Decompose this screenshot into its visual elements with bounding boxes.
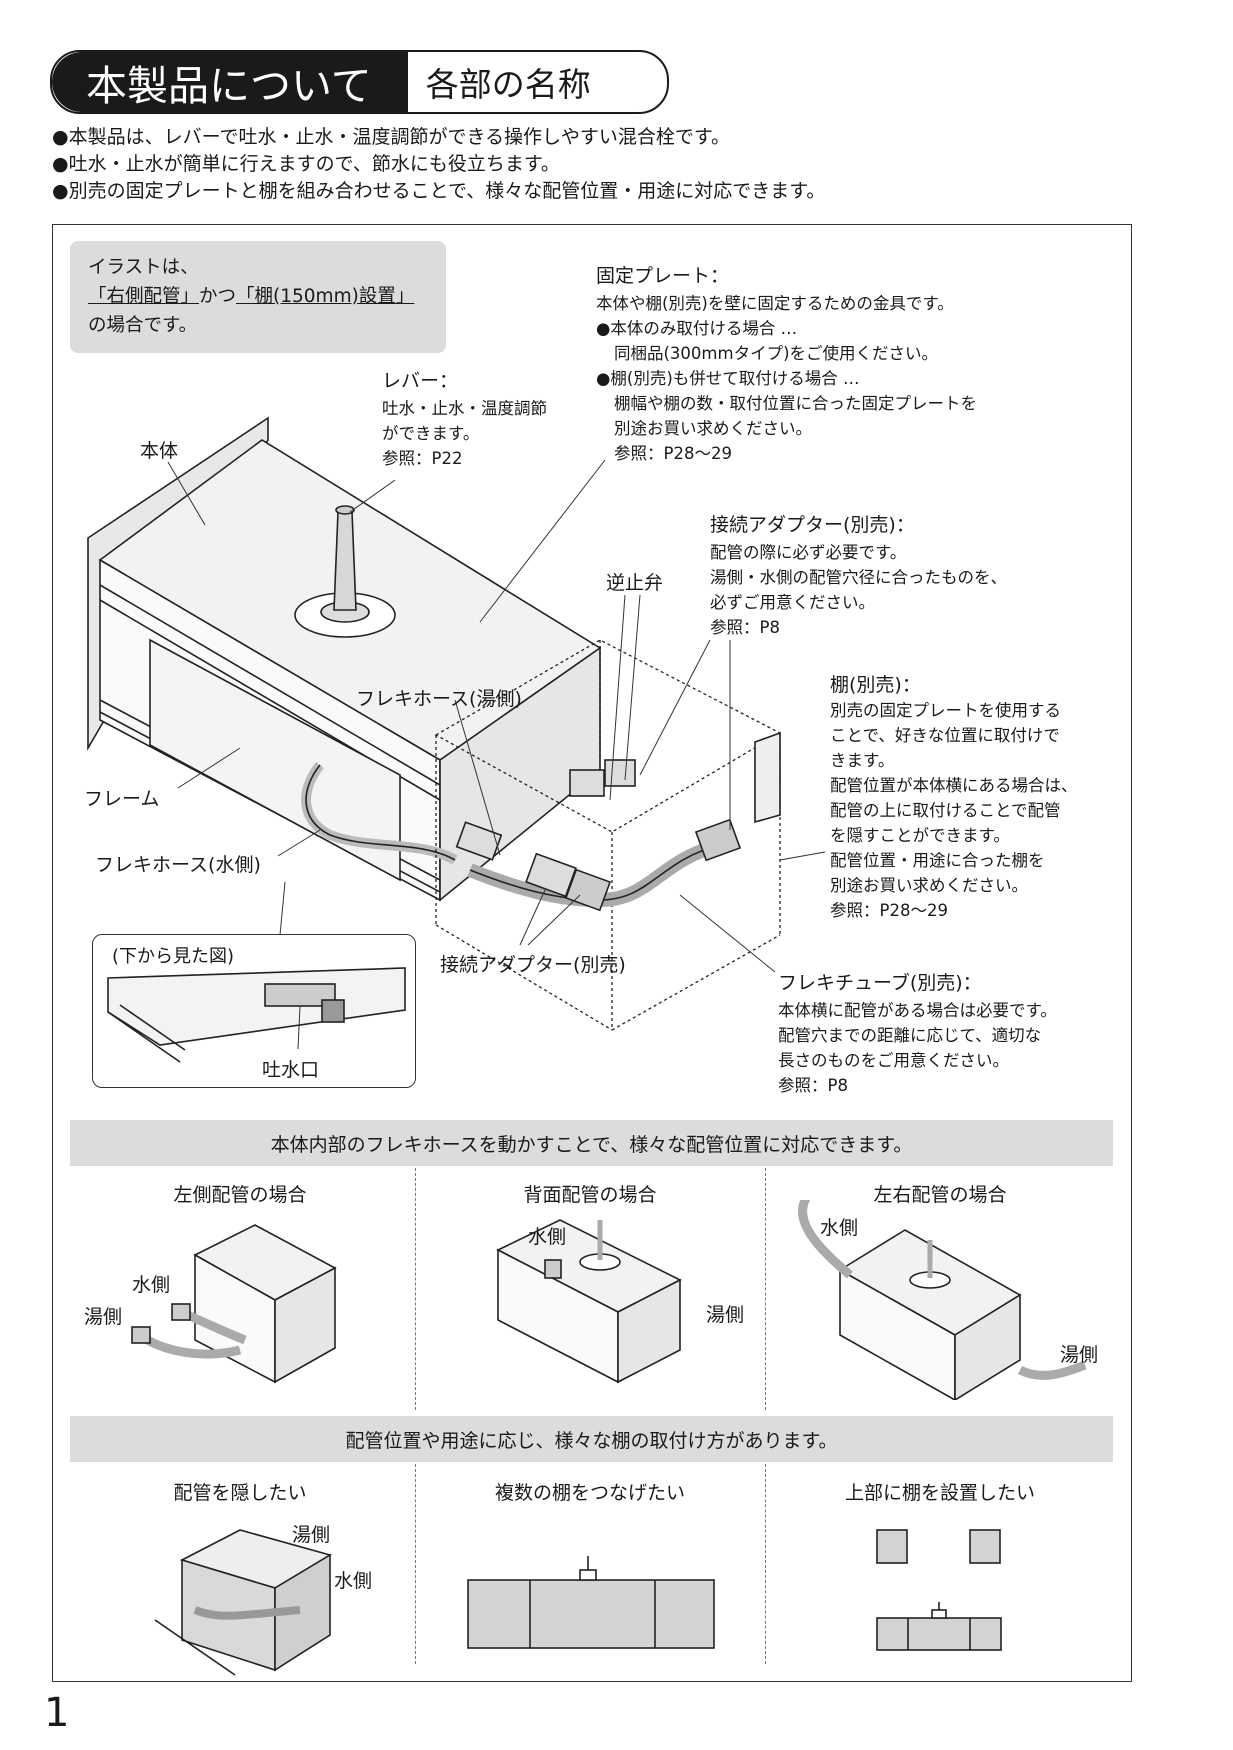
bullet-item: ●別売の固定プレートと棚を組み合わせることで、様々な配管位置・用途に対応できます… xyxy=(52,180,826,202)
bullet-item: ●吐水・止水が簡単に行えますので、節水にも役立ちます。 xyxy=(52,153,560,175)
col-join-shelves-title: 複数の棚をつなげたい xyxy=(494,1482,685,1504)
label-lever-text: 吐水・止水・温度調節ができます。参照：P22 xyxy=(382,399,547,468)
note-line: の場合です。 xyxy=(88,315,198,336)
page-title: 本製品について xyxy=(52,52,408,112)
label-hose-cold: フレキホース(水側) xyxy=(95,854,261,876)
col-top-shelf-title: 上部に棚を設置したい xyxy=(844,1482,1035,1504)
label-frame: フレーム xyxy=(84,788,160,810)
label-adapter-text: 配管の際に必ず必要です。湯側・水側の配管穴径に合ったものを、必ずご用意ください。… xyxy=(710,543,1007,637)
label-spout: 吐水口 xyxy=(262,1059,320,1081)
illustration-note: イラストは、 「右側配管」かつ「棚(150mm)設置」 の場合です。 xyxy=(70,241,446,353)
label-lever-title: レバー： xyxy=(382,370,459,392)
label-check-valve: 逆止弁 xyxy=(606,572,664,594)
under-view-title: (下から見た図) xyxy=(112,946,235,967)
label-tube-text: 本体横に配管がある場合は必要です。配管穴までの距離に応じて、適切な長さのものをご… xyxy=(778,1001,1057,1095)
column-divider xyxy=(415,1464,416,1664)
under-view-illustration xyxy=(107,967,406,1063)
label-hot-hide: 湯側 xyxy=(292,1524,331,1546)
col-back-piping-title: 背面配管の場合 xyxy=(523,1184,657,1206)
column-divider xyxy=(765,1464,766,1664)
content-frame xyxy=(52,224,1132,1682)
label-adapter-bottom: 接続アダプター(別売) xyxy=(440,954,626,976)
label-shelf-title: 棚(別売)： xyxy=(830,674,921,696)
label-hot-both: 湯側 xyxy=(1060,1344,1099,1366)
column-divider xyxy=(765,1168,766,1410)
intro-bullets: ●本製品は、レバーで吐水・止水・温度調節ができる操作しやすい混合栓です。 ●吐水… xyxy=(52,124,825,205)
page-subtitle: 各部の名称 xyxy=(425,65,591,104)
label-plate-title: 固定プレート： xyxy=(596,265,730,287)
section-bar-hose: 本体内部のフレキホースを動かすことで、様々な配管位置に対応できます。 xyxy=(70,1120,1113,1166)
piping-illustrations xyxy=(131,1200,1087,1400)
label-hot-back: 湯側 xyxy=(706,1304,745,1326)
label-adapter-title: 接続アダプター(別売)： xyxy=(710,514,915,536)
col-both-piping-title: 左右配管の場合 xyxy=(873,1184,1007,1206)
label-cold-back: 水側 xyxy=(528,1226,567,1248)
label-hot-left: 湯側 xyxy=(84,1306,123,1328)
col-hide-piping-title: 配管を隠したい xyxy=(173,1482,307,1504)
label-hose-hot: フレキホース(湯側) xyxy=(356,688,522,710)
note-line: 「右側配管」かつ「棚(150mm)設置」 xyxy=(88,286,415,307)
label-body: 本体 xyxy=(140,440,179,462)
label-tube-title: フレキチューブ(別売)： xyxy=(778,972,982,994)
label-cold-hide: 水側 xyxy=(334,1570,373,1592)
note-line: イラストは、 xyxy=(88,257,199,278)
shelf-illustrations xyxy=(154,1529,1002,1676)
label-cold-left: 水側 xyxy=(132,1274,171,1296)
label-plate-text: 本体や棚(別売)を壁に固定するための金具です。 ●本体のみ取付ける場合 … 同梱… xyxy=(596,294,977,463)
label-shelf-text: 別売の固定プレートを使用することで、好きな位置に取付けできます。 配管位置が本体… xyxy=(830,701,1078,920)
section-bar-shelf: 配管位置や用途に応じ、様々な棚の取付け方があります。 xyxy=(70,1416,1113,1462)
title-pill: 本製品について 各部の名称 xyxy=(50,50,669,114)
col-left-piping-title: 左側配管の場合 xyxy=(173,1184,307,1206)
label-cold-both: 水側 xyxy=(820,1217,859,1239)
bullet-item: ●本製品は、レバーで吐水・止水・温度調節ができる操作しやすい混合栓です。 xyxy=(52,126,730,148)
page-number: 1 xyxy=(44,1690,70,1736)
column-divider xyxy=(415,1168,416,1410)
